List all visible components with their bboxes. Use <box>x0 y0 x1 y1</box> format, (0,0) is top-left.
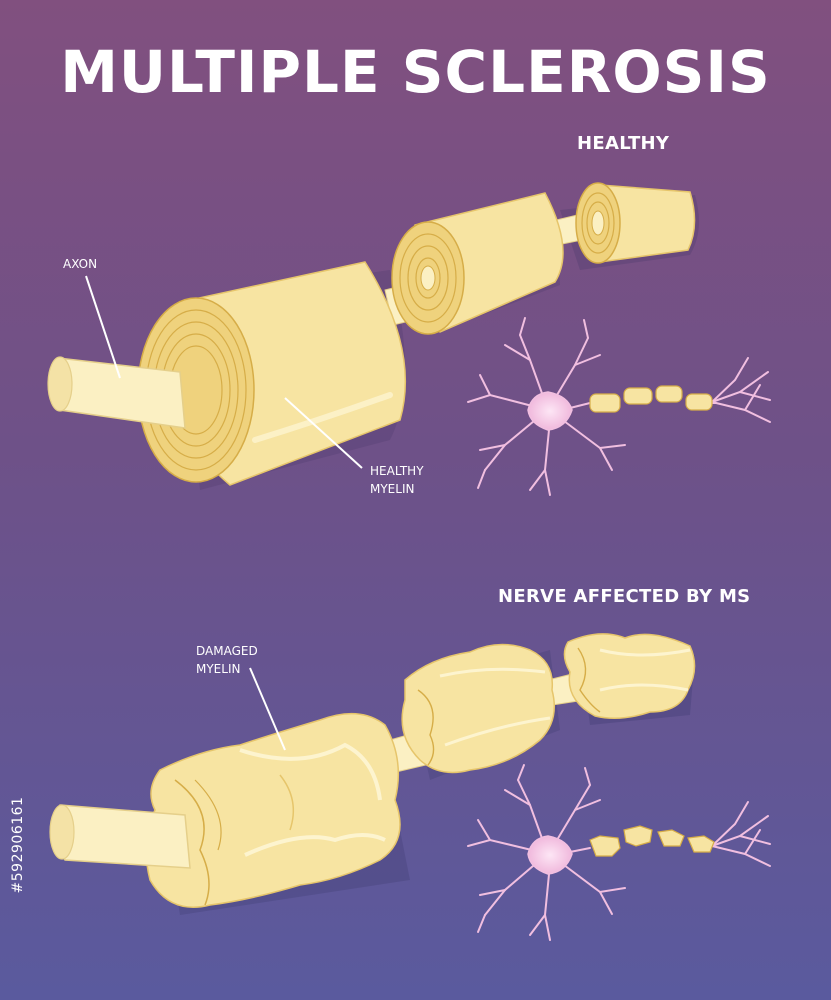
axon-label: AXON <box>63 257 98 271</box>
damaged-myelin-segment <box>145 712 401 908</box>
damaged-neuron-diagram <box>467 764 771 941</box>
myelin-callout-line <box>284 397 363 469</box>
healthy-section-label: HEALTHY <box>577 133 670 154</box>
axon-callout-line <box>85 275 121 379</box>
damaged-myelin-label: DAMAGED MYELIN <box>196 642 258 678</box>
damaged-myelin-callout-line <box>249 667 286 751</box>
damaged-myelin-segment <box>563 633 696 719</box>
damaged-myelin-label-line1: DAMAGED <box>196 644 258 658</box>
damaged-neuron-body <box>527 825 715 875</box>
page-title: MULTIPLE SCLEROSIS <box>60 38 771 106</box>
healthy-myelin-label-line1: HEALTHY <box>370 464 424 478</box>
stock-id-watermark: #592906161 <box>8 770 28 920</box>
healthy-myelin-label: HEALTHY MYELIN <box>370 462 424 498</box>
axon <box>54 804 191 869</box>
affected-section-label: NERVE AFFECTED BY MS <box>498 586 751 607</box>
healthy-nerve-illustration <box>47 182 699 490</box>
healthy-myelin-label-line2: MYELIN <box>370 482 415 496</box>
damaged-myelin-label-line2: MYELIN <box>196 662 241 676</box>
stock-id-text: #592906161 <box>10 796 26 894</box>
healthy-neuron-body <box>527 385 713 431</box>
damaged-myelin-segment <box>401 643 555 774</box>
damaged-nerve-illustration <box>49 633 696 915</box>
